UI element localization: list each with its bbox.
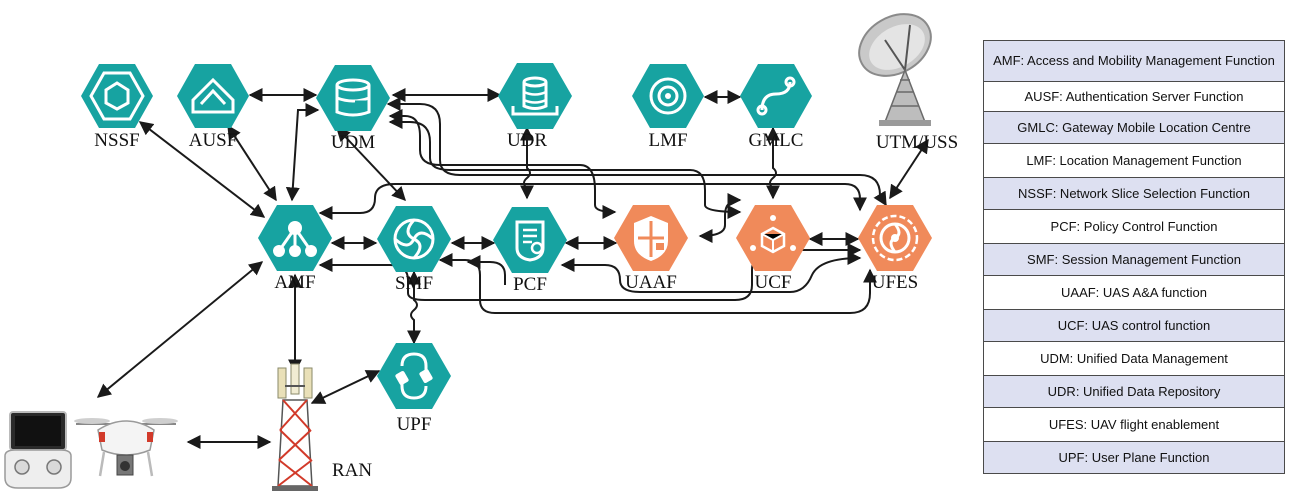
label-amf: AMF (274, 272, 315, 293)
node-utm: UTM/USS (858, 13, 958, 153)
legend-row-nssf: NSSF: Network Slice Selection Function (984, 177, 1284, 209)
label-lmf: LMF (648, 130, 687, 151)
link-pcf-loop (466, 255, 506, 285)
label-ufes: UFES (872, 272, 918, 293)
satellite-dish-icon (858, 13, 932, 126)
node-udr: UDR (498, 63, 572, 151)
legend-row-amf: AMF: Access and Mobility Management Func… (984, 41, 1284, 81)
link-utm-ufes (889, 138, 929, 200)
link-ucf-uaaf (698, 193, 742, 243)
node-pcf: PCF (493, 207, 567, 295)
label-uaaf: UAAF (625, 272, 677, 293)
hexagon-database-icon (498, 63, 572, 129)
node-amf: AMF (258, 205, 332, 293)
hexagon-house-icon (177, 64, 249, 128)
label-smf: SMF (395, 273, 433, 294)
link-udm-ufes (386, 97, 887, 207)
label-udr: UDR (507, 130, 547, 151)
node-ufes: UFES (858, 205, 932, 293)
legend-row-udm: UDM: Unified Data Management (984, 341, 1284, 375)
node-nssf: NSSF (81, 64, 153, 151)
hexagon-shield-lock-icon (614, 205, 688, 271)
hexagon-network-icon (258, 205, 332, 271)
link-pcf-ufes (560, 251, 862, 293)
legend-row-uaaf: UAAF: UAS A&A function (984, 275, 1284, 309)
node-udm: UDM (316, 65, 390, 153)
legend-row-gmlc: GMLC: Gateway Mobile Location Centre (984, 111, 1284, 143)
label-upf: UPF (397, 414, 432, 435)
legend-row-ufes: UFES: UAV flight enablement (984, 407, 1284, 441)
node-uaaf: UAAF (614, 205, 688, 293)
legend-row-smf: SMF: Session Management Function (984, 243, 1284, 275)
legend-row-udr: UDR: Unified Data Repository (984, 375, 1284, 407)
node-ucf: UCF (736, 205, 810, 293)
label-udm: UDM (331, 132, 375, 153)
link-smf-upf (407, 270, 421, 345)
label-ucf: UCF (755, 272, 792, 293)
legend-row-pcf: PCF: Policy Control Function (984, 209, 1284, 243)
link-amf-uav (96, 261, 264, 398)
hexagon-swirl-icon (377, 206, 451, 272)
node-upf: UPF (377, 343, 451, 435)
node-uav (4, 411, 178, 489)
legend-row-ausf: AUSF: Authentication Server Function (984, 81, 1284, 111)
hexagon-route-icon (740, 64, 812, 128)
node-lmf: LMF (632, 64, 704, 151)
node-gmlc: GMLC (740, 64, 812, 151)
link-ran-upf (310, 370, 381, 404)
hexagon-cube-icon (81, 64, 153, 128)
radio-tower-icon (272, 363, 318, 491)
legend-row-upf: UPF: User Plane Function (984, 441, 1284, 473)
node-ran: RAN (272, 363, 372, 491)
node-ausf: AUSF (177, 64, 249, 151)
drone-with-controller-icon (4, 411, 178, 489)
abbreviation-legend: AMF: Access and Mobility Management Func… (983, 40, 1285, 474)
link-amf-ufes-top (318, 183, 867, 220)
node-smf: SMF (377, 206, 451, 294)
hexagon-policy-icon (493, 207, 567, 273)
hexagon-database-sync-icon (316, 65, 390, 131)
label-pcf: PCF (513, 274, 547, 295)
link-udm-amf (285, 103, 320, 202)
label-nssf: NSSF (94, 130, 139, 151)
hexagon-target-icon (632, 64, 704, 128)
hexagon-spiral-icon (858, 205, 932, 271)
label-ran: RAN (332, 460, 372, 481)
hexagon-box-control-icon (736, 205, 810, 271)
label-utm: UTM/USS (876, 132, 958, 153)
link-udm-uaaf (388, 109, 617, 219)
label-gmlc: GMLC (749, 130, 804, 151)
network-diagram: NSSF AUSF UDM UDR (4, 13, 958, 491)
link-ausf-amf (227, 124, 277, 202)
legend-row-lmf: LMF: Location Management Function (984, 143, 1284, 177)
label-ausf: AUSF (189, 130, 238, 151)
hexagon-plug-icon (377, 343, 451, 409)
legend-row-ucf: UCF: UAS control function (984, 309, 1284, 341)
